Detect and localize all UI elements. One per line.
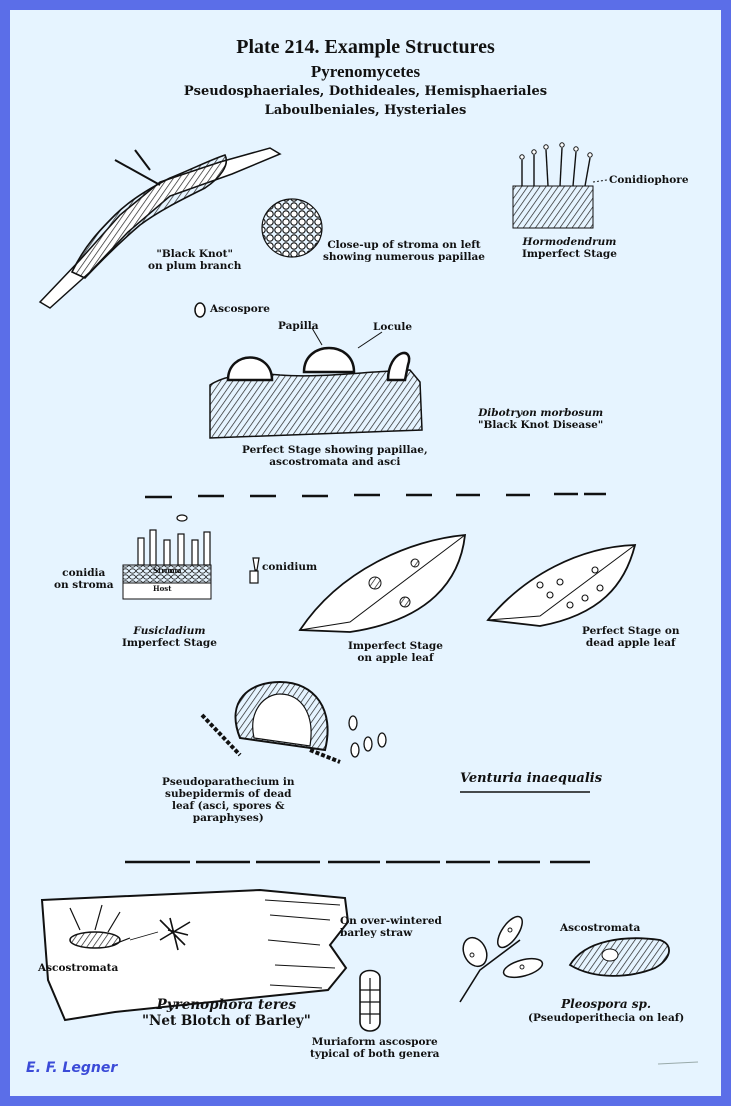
perfect-stage-label-line-1: Perfect Stage showing papillae, xyxy=(242,444,428,456)
closeup-label-line-2: showing numerous papillae xyxy=(323,251,485,264)
perfect-stage-section-illustration xyxy=(194,302,423,439)
faint-signature-mark xyxy=(657,1061,699,1065)
author-credit: E. F. Legner xyxy=(26,1060,118,1076)
straw-label-line-1: On over-wintered xyxy=(340,915,442,927)
muriform-label-line-1: Muriaform ascospore xyxy=(311,1036,438,1048)
barley-straw-label: On over-wintered barley straw xyxy=(340,915,442,939)
fusicladium-label: Fusicladium Imperfect Stage xyxy=(122,625,217,649)
pleospora-species-name: Pleospora sp. xyxy=(561,997,652,1011)
orders-line-1: Pseudosphaeriales, Dothideales, Hemispha… xyxy=(183,84,548,99)
black-knot-label: "Black Knot" on plum branch xyxy=(148,248,241,272)
muriform-label-line-2: typical of both genera xyxy=(310,1048,440,1061)
dibotryon-species-label: Dibotryon morbosum "Black Knot Disease" xyxy=(478,407,603,431)
perfect-stage-label: Perfect Stage showing papillae, ascostro… xyxy=(242,444,428,468)
fusicladium-label-line-2: Imperfect Stage xyxy=(122,637,217,650)
hormodendrum-label-line-1: Hormodendrum xyxy=(522,236,617,248)
net-blotch-disease-name: "Net Blotch of Barley" xyxy=(142,1012,311,1029)
pseudo-label-line-4: paraphyses) xyxy=(192,812,264,825)
conidia-label-line-1: conidia xyxy=(62,567,106,579)
host-label: Host xyxy=(153,584,172,593)
conidium-label: conidium xyxy=(262,561,318,573)
black-knot-label-line-2: on plum branch xyxy=(148,260,242,273)
locule-label: Locule xyxy=(373,321,413,333)
pseudo-label-line-3: leaf (asci, spores & xyxy=(171,800,285,813)
hormodendrum-label-line-2: Imperfect Stage xyxy=(522,248,617,261)
pleospora-ascostromata-illustration xyxy=(568,937,670,977)
section-divider-1 xyxy=(145,492,606,499)
stroma-label: Stroma xyxy=(153,566,182,575)
black-knot-disease-name: "Black Knot Disease" xyxy=(478,419,604,432)
plate-illustrations xyxy=(38,142,699,1065)
fusicladium-illustration xyxy=(122,514,260,600)
muriform-ascospore-label: Muriaform ascospore typical of both gene… xyxy=(310,1036,439,1060)
imperfect-leaf-label: Imperfect Stage on apple leaf xyxy=(348,640,443,664)
pseudoparathecium-label: Pseudoparathecium in subepidermis of dea… xyxy=(162,776,295,824)
papilla-label: Papilla xyxy=(278,320,319,332)
barley-straw-illustration xyxy=(40,888,350,1022)
perfect-stage-label-line-2: ascostromata and asci xyxy=(269,456,401,469)
pleospora-twig-illustration xyxy=(459,915,544,1003)
pleospora-label: Pleospora sp. (Pseudoperithecia on leaf) xyxy=(528,997,685,1024)
stroma-closeup-illustration xyxy=(261,198,323,258)
black-knot-label-line-1: "Black Knot" xyxy=(156,248,233,260)
pseudo-label-line-2: subepidermis of dead xyxy=(165,788,292,801)
plate-title: Plate 214. Example Structures xyxy=(236,36,495,58)
apple-leaf-imperfect-illustration xyxy=(298,534,467,633)
ascostromata-left-label: Ascostromata xyxy=(38,962,119,974)
hormodendrum-illustration xyxy=(512,142,608,229)
group-name: Pyrenomycetes xyxy=(310,62,421,81)
ascostromata-right-label: Ascostromata xyxy=(560,922,641,934)
perfect-leaf-label-line-2: dead apple leaf xyxy=(585,637,676,650)
hormodendrum-label: Hormodendrum Imperfect Stage xyxy=(522,236,617,260)
ascospore-label: Ascospore xyxy=(210,303,270,315)
pyrenophora-label: Pyrenophora teres "Net Blotch of Barley" xyxy=(142,997,311,1029)
black-knot-branch-illustration xyxy=(38,147,282,309)
fusicladium-label-line-1: Fusicladium xyxy=(133,625,206,637)
perfect-leaf-label: Perfect Stage on dead apple leaf xyxy=(582,625,679,649)
pseudo-label-line-1: Pseudoparathecium in xyxy=(162,776,295,788)
muriform-ascospore-illustration xyxy=(359,969,381,1032)
dibotryon-species-name: Dibotryon morbosum xyxy=(478,407,604,419)
orders-line-2: Laboulbeniales, Hysteriales xyxy=(264,103,467,118)
venturia-species-name: Venturia inaequalis xyxy=(460,771,603,786)
apple-leaf-perfect-illustration xyxy=(486,544,637,627)
imperfect-leaf-label-line-2: on apple leaf xyxy=(357,652,434,665)
closeup-label: Close-up of stroma on left showing numer… xyxy=(323,239,485,263)
pseudoparathecium-illustration xyxy=(200,680,387,764)
straw-label-line-2: barley straw xyxy=(340,927,413,940)
conidiophore-label: Conidiophore xyxy=(609,174,689,186)
conidia-label-line-2: on stroma xyxy=(54,579,114,592)
perfect-leaf-label-line-1: Perfect Stage on xyxy=(582,625,680,637)
pyrenophora-species-name: Pyrenophora teres xyxy=(156,997,297,1013)
pleospora-note: (Pseudoperithecia on leaf) xyxy=(528,1011,685,1024)
imperfect-leaf-label-line-1: Imperfect Stage xyxy=(348,640,443,652)
conidia-on-stroma-label: conidia on stroma xyxy=(54,567,114,591)
closeup-label-line-1: Close-up of stroma on left xyxy=(327,239,481,251)
